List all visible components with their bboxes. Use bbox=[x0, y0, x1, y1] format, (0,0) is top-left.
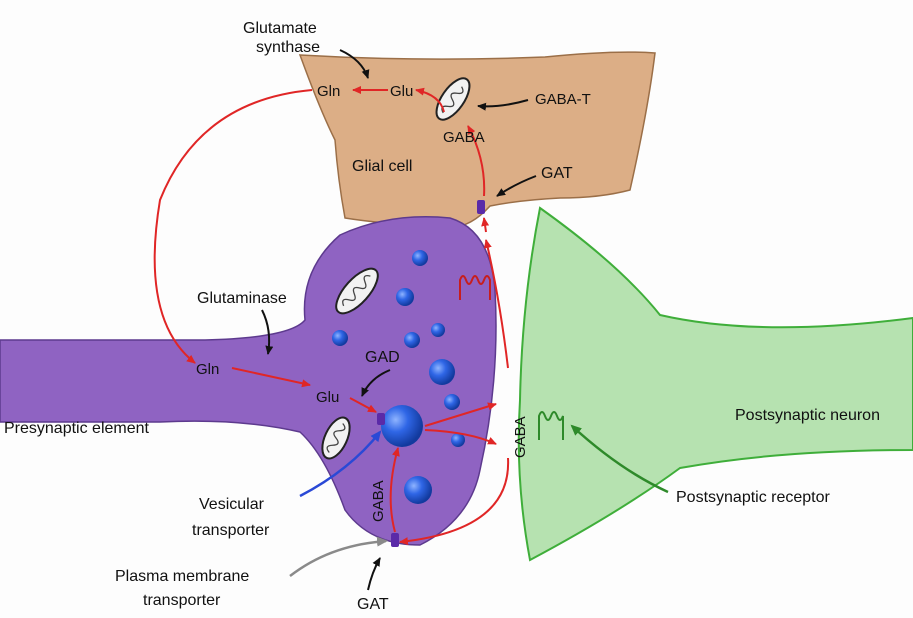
plasma-membrane-transporter-pointer bbox=[290, 541, 386, 576]
label-postsynaptic-neuron: Postsynaptic neuron bbox=[735, 407, 880, 424]
label-gad: GAD bbox=[365, 349, 400, 366]
label-plasma-membrane-transporter-1: Plasma membrane bbox=[115, 568, 249, 585]
label-plasma-membrane-transporter-2: transporter bbox=[143, 592, 221, 609]
label-gat-glia: GAT bbox=[541, 165, 573, 182]
label-gaba-cleft: GABA bbox=[512, 416, 529, 458]
plasma-membrane-gat-transporter bbox=[391, 533, 399, 547]
postsynaptic-neuron-body bbox=[519, 208, 913, 560]
label-gaba-presynaptic: GABA bbox=[370, 480, 387, 522]
vesicular-transporter bbox=[377, 413, 385, 425]
label-glutamate-synthase-1: Glutamate bbox=[243, 20, 317, 37]
label-gaba-glia: GABA bbox=[443, 129, 485, 146]
label-gaba-t: GABA-T bbox=[535, 91, 591, 108]
label-gln-presynaptic: Gln bbox=[196, 361, 219, 378]
label-vesicular-transporter-2: transporter bbox=[192, 522, 270, 539]
label-glu-presynaptic: Glu bbox=[316, 389, 339, 406]
label-gln-glia: Gln bbox=[317, 83, 340, 100]
label-glial-cell: Glial cell bbox=[352, 158, 412, 175]
label-glutaminase: Glutaminase bbox=[197, 290, 287, 307]
gat-transporter-glia bbox=[477, 200, 485, 214]
label-glu-glia: Glu bbox=[390, 83, 413, 100]
label-postsynaptic-receptor: Postsynaptic receptor bbox=[676, 489, 831, 506]
label-gat-bottom: GAT bbox=[357, 596, 389, 613]
label-glutamate-synthase-2: synthase bbox=[256, 39, 320, 56]
label-presynaptic-element: Presynaptic element bbox=[4, 420, 150, 437]
label-vesicular-transporter-1: Vesicular bbox=[199, 496, 265, 513]
